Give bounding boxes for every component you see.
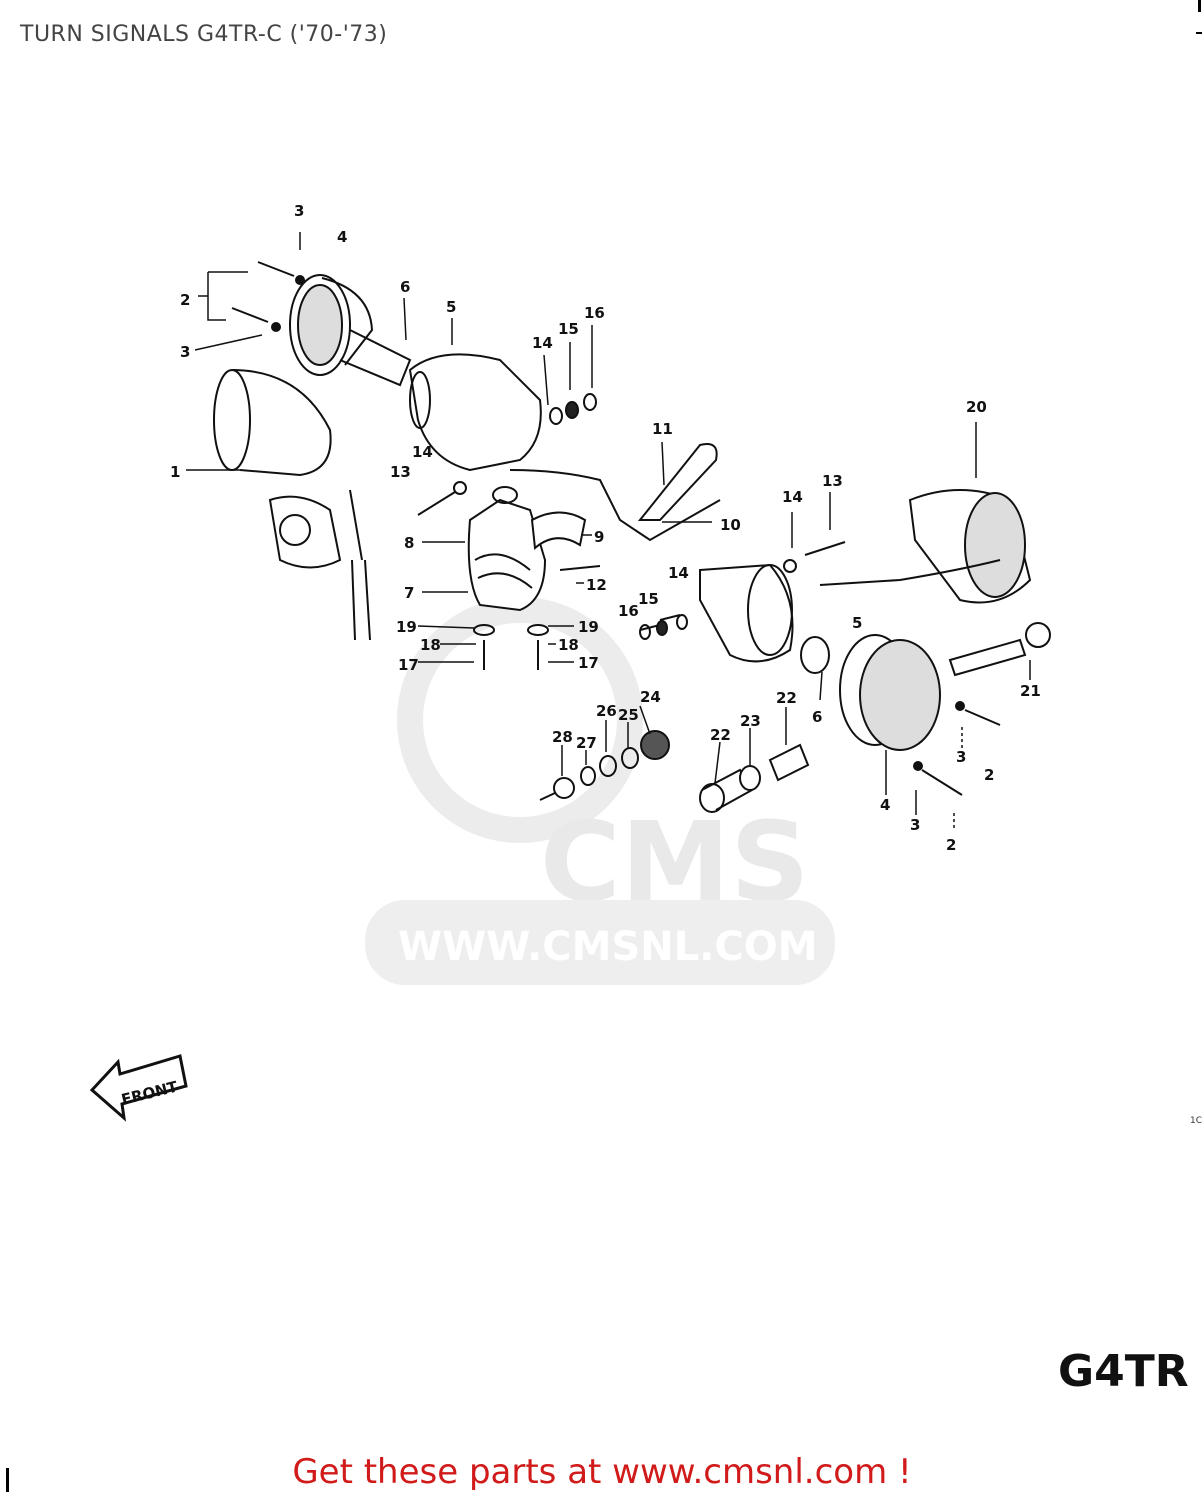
watermark-url-text: WWW.CMSNL.COM bbox=[398, 924, 818, 970]
callout-4: 4 bbox=[337, 228, 347, 246]
callout-12: 12 bbox=[586, 576, 607, 594]
callout-19: 19 bbox=[578, 618, 599, 636]
callout-27: 27 bbox=[576, 734, 597, 752]
callout-21: 21 bbox=[1020, 682, 1041, 700]
callout-3: 3 bbox=[956, 748, 966, 766]
callout-9: 9 bbox=[594, 528, 604, 546]
callout-11: 11 bbox=[652, 420, 673, 438]
footer-cta[interactable]: Get these parts at www.cmsnl.com ! bbox=[292, 1452, 912, 1492]
model-label: G4TR bbox=[1058, 1346, 1189, 1397]
callout-20: 20 bbox=[966, 398, 987, 416]
callout-2: 2 bbox=[984, 766, 994, 784]
side-code: 1C bbox=[1190, 1116, 1203, 1126]
callout-6: 6 bbox=[400, 278, 410, 296]
page-title: TURN SIGNALS G4TR-C ('70-'73) bbox=[20, 22, 388, 47]
callout-4: 4 bbox=[880, 796, 890, 814]
callout-25: 25 bbox=[618, 706, 639, 724]
callout-3: 3 bbox=[910, 816, 920, 834]
callout-18: 18 bbox=[558, 636, 579, 654]
callout-28: 28 bbox=[552, 728, 573, 746]
callout-23: 23 bbox=[740, 712, 761, 730]
callout-6: 6 bbox=[812, 708, 822, 726]
callout-17: 17 bbox=[578, 654, 599, 672]
callout-1: 1 bbox=[170, 463, 180, 481]
callout-8: 8 bbox=[404, 534, 414, 552]
callout-15: 15 bbox=[558, 320, 579, 338]
callout-24: 24 bbox=[640, 688, 661, 706]
callout-2: 2 bbox=[180, 291, 190, 309]
callout-2: 2 bbox=[946, 836, 956, 854]
watermark: CMS WWW.CMSNL.COM bbox=[365, 597, 835, 985]
edge-mark-bottom-left bbox=[6, 1468, 9, 1492]
callout-3: 3 bbox=[294, 202, 304, 220]
callout-22: 22 bbox=[776, 689, 797, 707]
callout-18: 18 bbox=[420, 636, 441, 654]
callout-16: 16 bbox=[618, 602, 639, 620]
part-drawings bbox=[186, 232, 1051, 828]
edge-mark-top-right bbox=[1198, 0, 1201, 12]
edge-mark-right bbox=[1196, 32, 1202, 34]
callout-13: 13 bbox=[822, 472, 843, 490]
callout-14: 14 bbox=[668, 564, 689, 582]
callout-14: 14 bbox=[782, 488, 803, 506]
callout-3: 3 bbox=[180, 343, 190, 361]
callout-22: 22 bbox=[710, 726, 731, 744]
callout-17: 17 bbox=[398, 656, 419, 674]
callout-10: 10 bbox=[720, 516, 741, 534]
callout-7: 7 bbox=[404, 584, 414, 602]
callout-16: 16 bbox=[584, 304, 605, 322]
callout-5: 5 bbox=[446, 298, 456, 316]
callout-14: 14 bbox=[532, 334, 553, 352]
callout-19: 19 bbox=[396, 618, 417, 636]
callout-26: 26 bbox=[596, 702, 617, 720]
callout-15: 15 bbox=[638, 590, 659, 608]
callout-5: 5 bbox=[852, 614, 862, 632]
callout-labels: 3 4 2 6 5 3 14 15 16 20 11 14 1 13 13 14… bbox=[170, 202, 1041, 854]
callout-13: 13 bbox=[390, 463, 411, 481]
callout-14: 14 bbox=[412, 443, 433, 461]
front-direction-arrow: FRONT bbox=[89, 1054, 188, 1122]
